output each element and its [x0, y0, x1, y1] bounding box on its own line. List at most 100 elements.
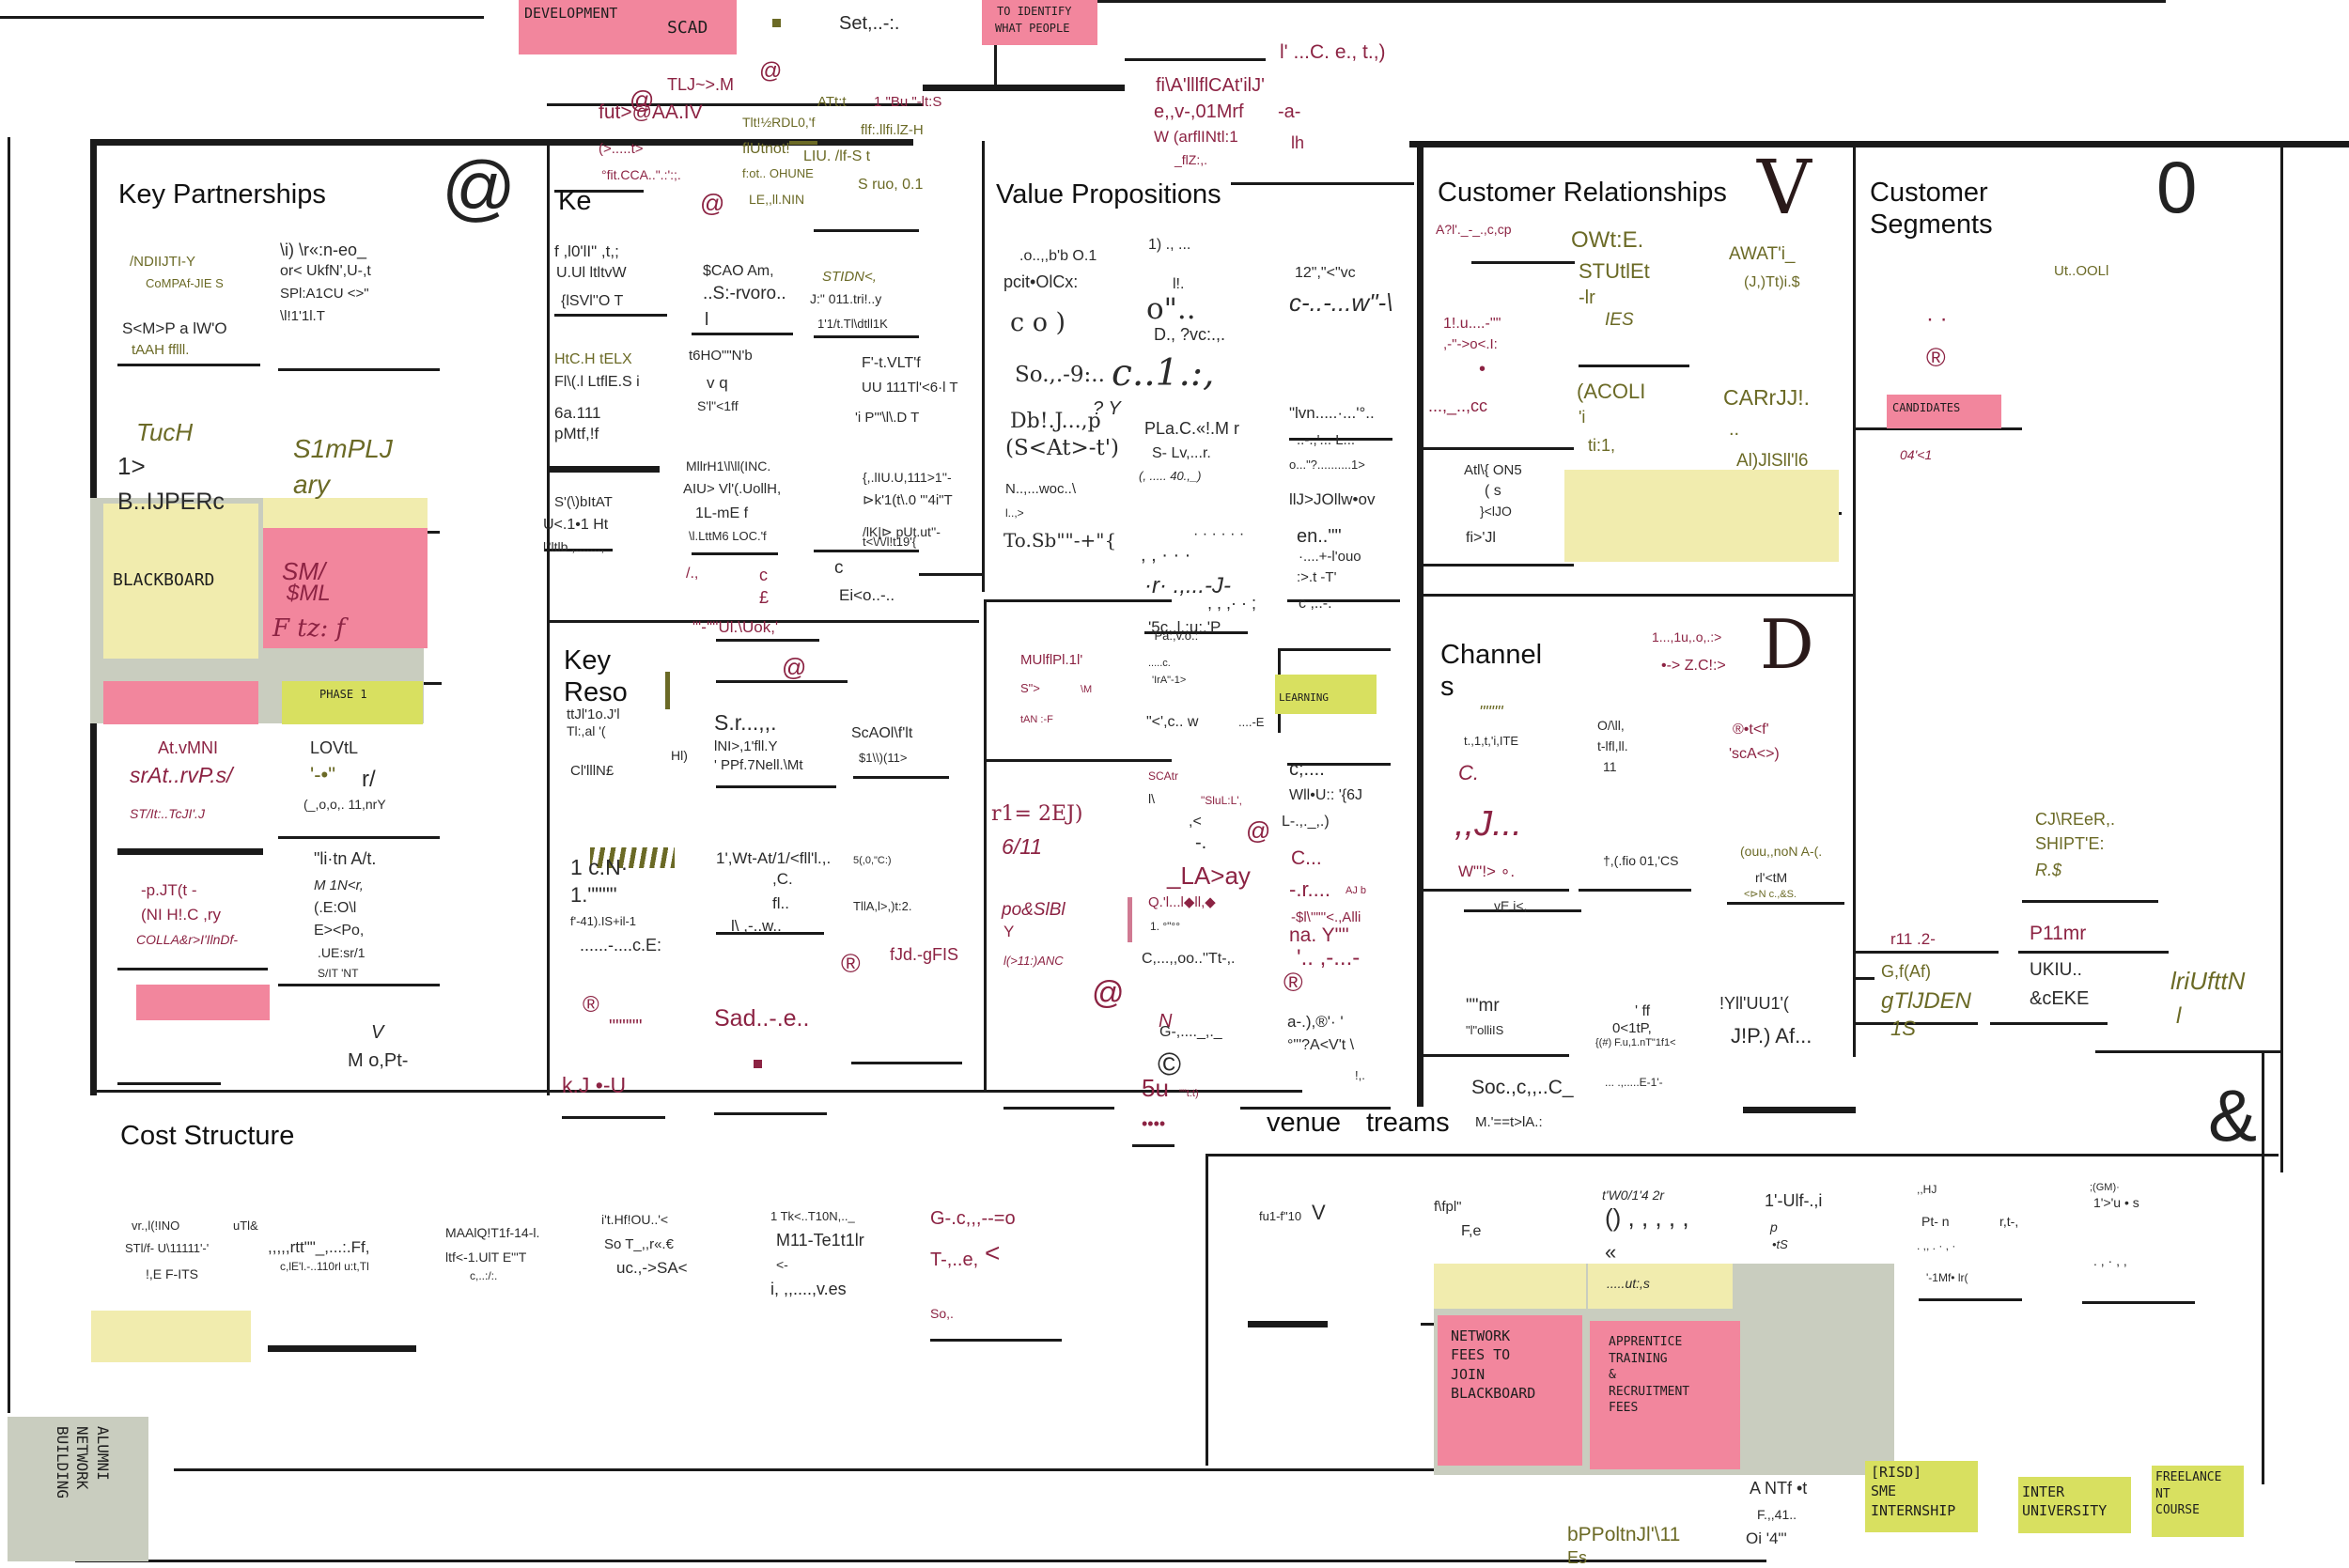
- sticky-note-green: FREELANCE NT COURSE: [2152, 1466, 2244, 1537]
- divider: [2262, 1050, 2264, 1484]
- dash-mark: [789, 141, 817, 145]
- handwritten-text: TllA,l>,)t:2.: [853, 899, 912, 913]
- handwritten-text: t<\/\/l!t19'{: [863, 535, 917, 549]
- handwritten-text: †,(.fio 01,'CS: [1603, 853, 1679, 868]
- underline: [853, 776, 949, 779]
- handwritten-text: S ruo, 0.1: [858, 177, 924, 193]
- divider: [984, 759, 1172, 762]
- handwritten-text: TucH: [136, 418, 194, 446]
- handwritten-text: l' ...C. e., t.,): [1280, 41, 1386, 63]
- handwritten-text: _LA>ay: [1167, 862, 1251, 890]
- underline: [278, 836, 440, 839]
- underline: [919, 573, 985, 576]
- underline: [1853, 427, 2022, 430]
- handwritten-text: {(#) F.u,1.nT"1f1<: [1595, 1037, 1676, 1048]
- handwritten-text: uTl&: [233, 1219, 258, 1233]
- handwritten-text: A NTf •t: [1750, 1479, 1808, 1498]
- handwritten-text: M.'==t>lA.:: [1475, 1114, 1543, 1130]
- handwritten-text: ......-....c.E:: [580, 936, 662, 955]
- handwritten-text: 1. °"°°: [1150, 920, 1180, 933]
- handwritten-text: ... .,.....E-1'-: [1605, 1076, 1663, 1089]
- sticky-note-green: PHASE 1: [282, 681, 423, 724]
- divider: [1853, 141, 1856, 1057]
- handwritten-text: l..,>: [1005, 506, 1024, 520]
- underline: [1919, 1298, 2022, 1301]
- handwritten-text: fu1-f"10: [1259, 1209, 1302, 1223]
- handwritten-text: £: [759, 588, 770, 607]
- underline: [930, 1339, 1062, 1342]
- handwritten-text: ""mr: [1466, 996, 1500, 1016]
- handwritten-text: So T_,,r«.€: [604, 1236, 674, 1252]
- sticky-note-yellow: [91, 1311, 251, 1362]
- handwritten-text: \l!1'1l.T: [280, 308, 325, 324]
- underline: [554, 190, 644, 193]
- dash-mark: [590, 847, 675, 868]
- handwritten-text: o..."?..........1>: [1289, 458, 1365, 472]
- handwritten-text: G-.c,,,--=o: [930, 1208, 1016, 1229]
- handwritten-text: M 1N<r,: [314, 877, 364, 893]
- handwritten-text: Wll•U:: '{6J: [1289, 787, 1362, 803]
- underline: [814, 335, 919, 338]
- sticky-note-yellow: [1564, 470, 1839, 562]
- handwritten-text: °fit.CCA..".:':;.: [601, 167, 681, 182]
- handwritten-text: pMtf,!f: [554, 425, 599, 442]
- handwritten-text: SPl:A1CU <>": [280, 286, 369, 302]
- handwritten-text: ti:1,: [1588, 436, 1616, 455]
- handwritten-text: &cEKE: [2030, 988, 2090, 1009]
- handwritten-text: -lr: [1579, 287, 1595, 308]
- handwritten-text: \M: [1081, 684, 1093, 695]
- handwritten-text: ·....+-l'ouo: [1299, 549, 1361, 565]
- handwritten-text: , , ,· · ;: [1207, 594, 1256, 613]
- underline: [1990, 1022, 2108, 1025]
- underline: [547, 466, 660, 473]
- underline: [268, 1345, 416, 1352]
- handwritten-text: "'-'"'Ul.\Uok,': [692, 618, 779, 636]
- handwritten-text: J:" 011.tri!..y: [810, 291, 882, 306]
- divider: [547, 620, 979, 623]
- handwritten-text: !Yll'UU1'(: [1719, 994, 1789, 1013]
- handwritten-text: """"": [609, 1017, 643, 1037]
- underline: [117, 968, 268, 970]
- handwritten-text: rl'<tM: [1755, 870, 1788, 885]
- sticky-note-grey: ALUMNI NETWORK BUILDING: [8, 1417, 148, 1561]
- handwritten-text: , , · · ·: [1141, 545, 1191, 566]
- handwritten-text: CJ\REeR,.: [2035, 810, 2116, 829]
- handwritten-text: vr.,l(!INO: [132, 1219, 180, 1233]
- handwritten-text: \l.LttM6 LOC.'f: [689, 529, 767, 543]
- bar-mark: [1128, 897, 1132, 942]
- underline: [814, 550, 919, 552]
- divider: [90, 1090, 1302, 1093]
- sticky-note-pink: APPRENTICE TRAINING & RECRUITMENT FEES: [1590, 1321, 1740, 1469]
- handwritten-text: MUlflPl.1l': [1020, 652, 1083, 668]
- handwritten-text: (J,)Tt)i.$: [1744, 274, 1800, 290]
- heart-icon: V: [1757, 144, 1812, 231]
- handwritten-text: !,E F-ITS: [146, 1266, 198, 1281]
- handwritten-text: S'l"<1ff: [697, 398, 739, 413]
- underline: [1743, 1107, 1856, 1113]
- handwritten-text: \i) \r«:n-eo_: [280, 241, 367, 259]
- divider: [1038, 0, 2166, 3]
- handwritten-text: 1!.u....-'"': [1443, 316, 1501, 332]
- handwritten-text: PLa.C.«!.M r: [1144, 419, 1240, 438]
- handwritten-text: 'i: [1579, 408, 1586, 427]
- underline: [1419, 564, 1574, 567]
- handwritten-text: c,..:/:.: [470, 1269, 498, 1282]
- handwritten-text: Oi '4"': [1746, 1529, 1787, 1547]
- underline: [1856, 977, 1875, 980]
- handwritten-text: /NDIIJTI-Y: [130, 254, 195, 270]
- handwritten-text: G,f(Af): [1881, 962, 1931, 981]
- handwritten-text: C,...,,oo..''Tt-,.: [1142, 951, 1236, 967]
- handwritten-text: •: [1479, 359, 1486, 380]
- handwritten-text: Atl\{ ON5: [1464, 462, 1522, 478]
- key-resources-header-line2: Reso: [564, 677, 628, 707]
- handwritten-text: 1."""": [570, 883, 617, 907]
- note-text: DEVELOPMENT: [524, 5, 618, 22]
- handwritten-text: -a-: [1278, 101, 1301, 122]
- note-text: ALUMNI NETWORK BUILDING: [53, 1426, 112, 1499]
- divider: [984, 599, 1172, 602]
- handwritten-text: STIDN<,: [822, 269, 877, 285]
- handwritten-text: ,,J...: [1455, 804, 1522, 844]
- handwritten-text: {lSVl''O T: [561, 293, 624, 309]
- underline: [851, 1062, 962, 1064]
